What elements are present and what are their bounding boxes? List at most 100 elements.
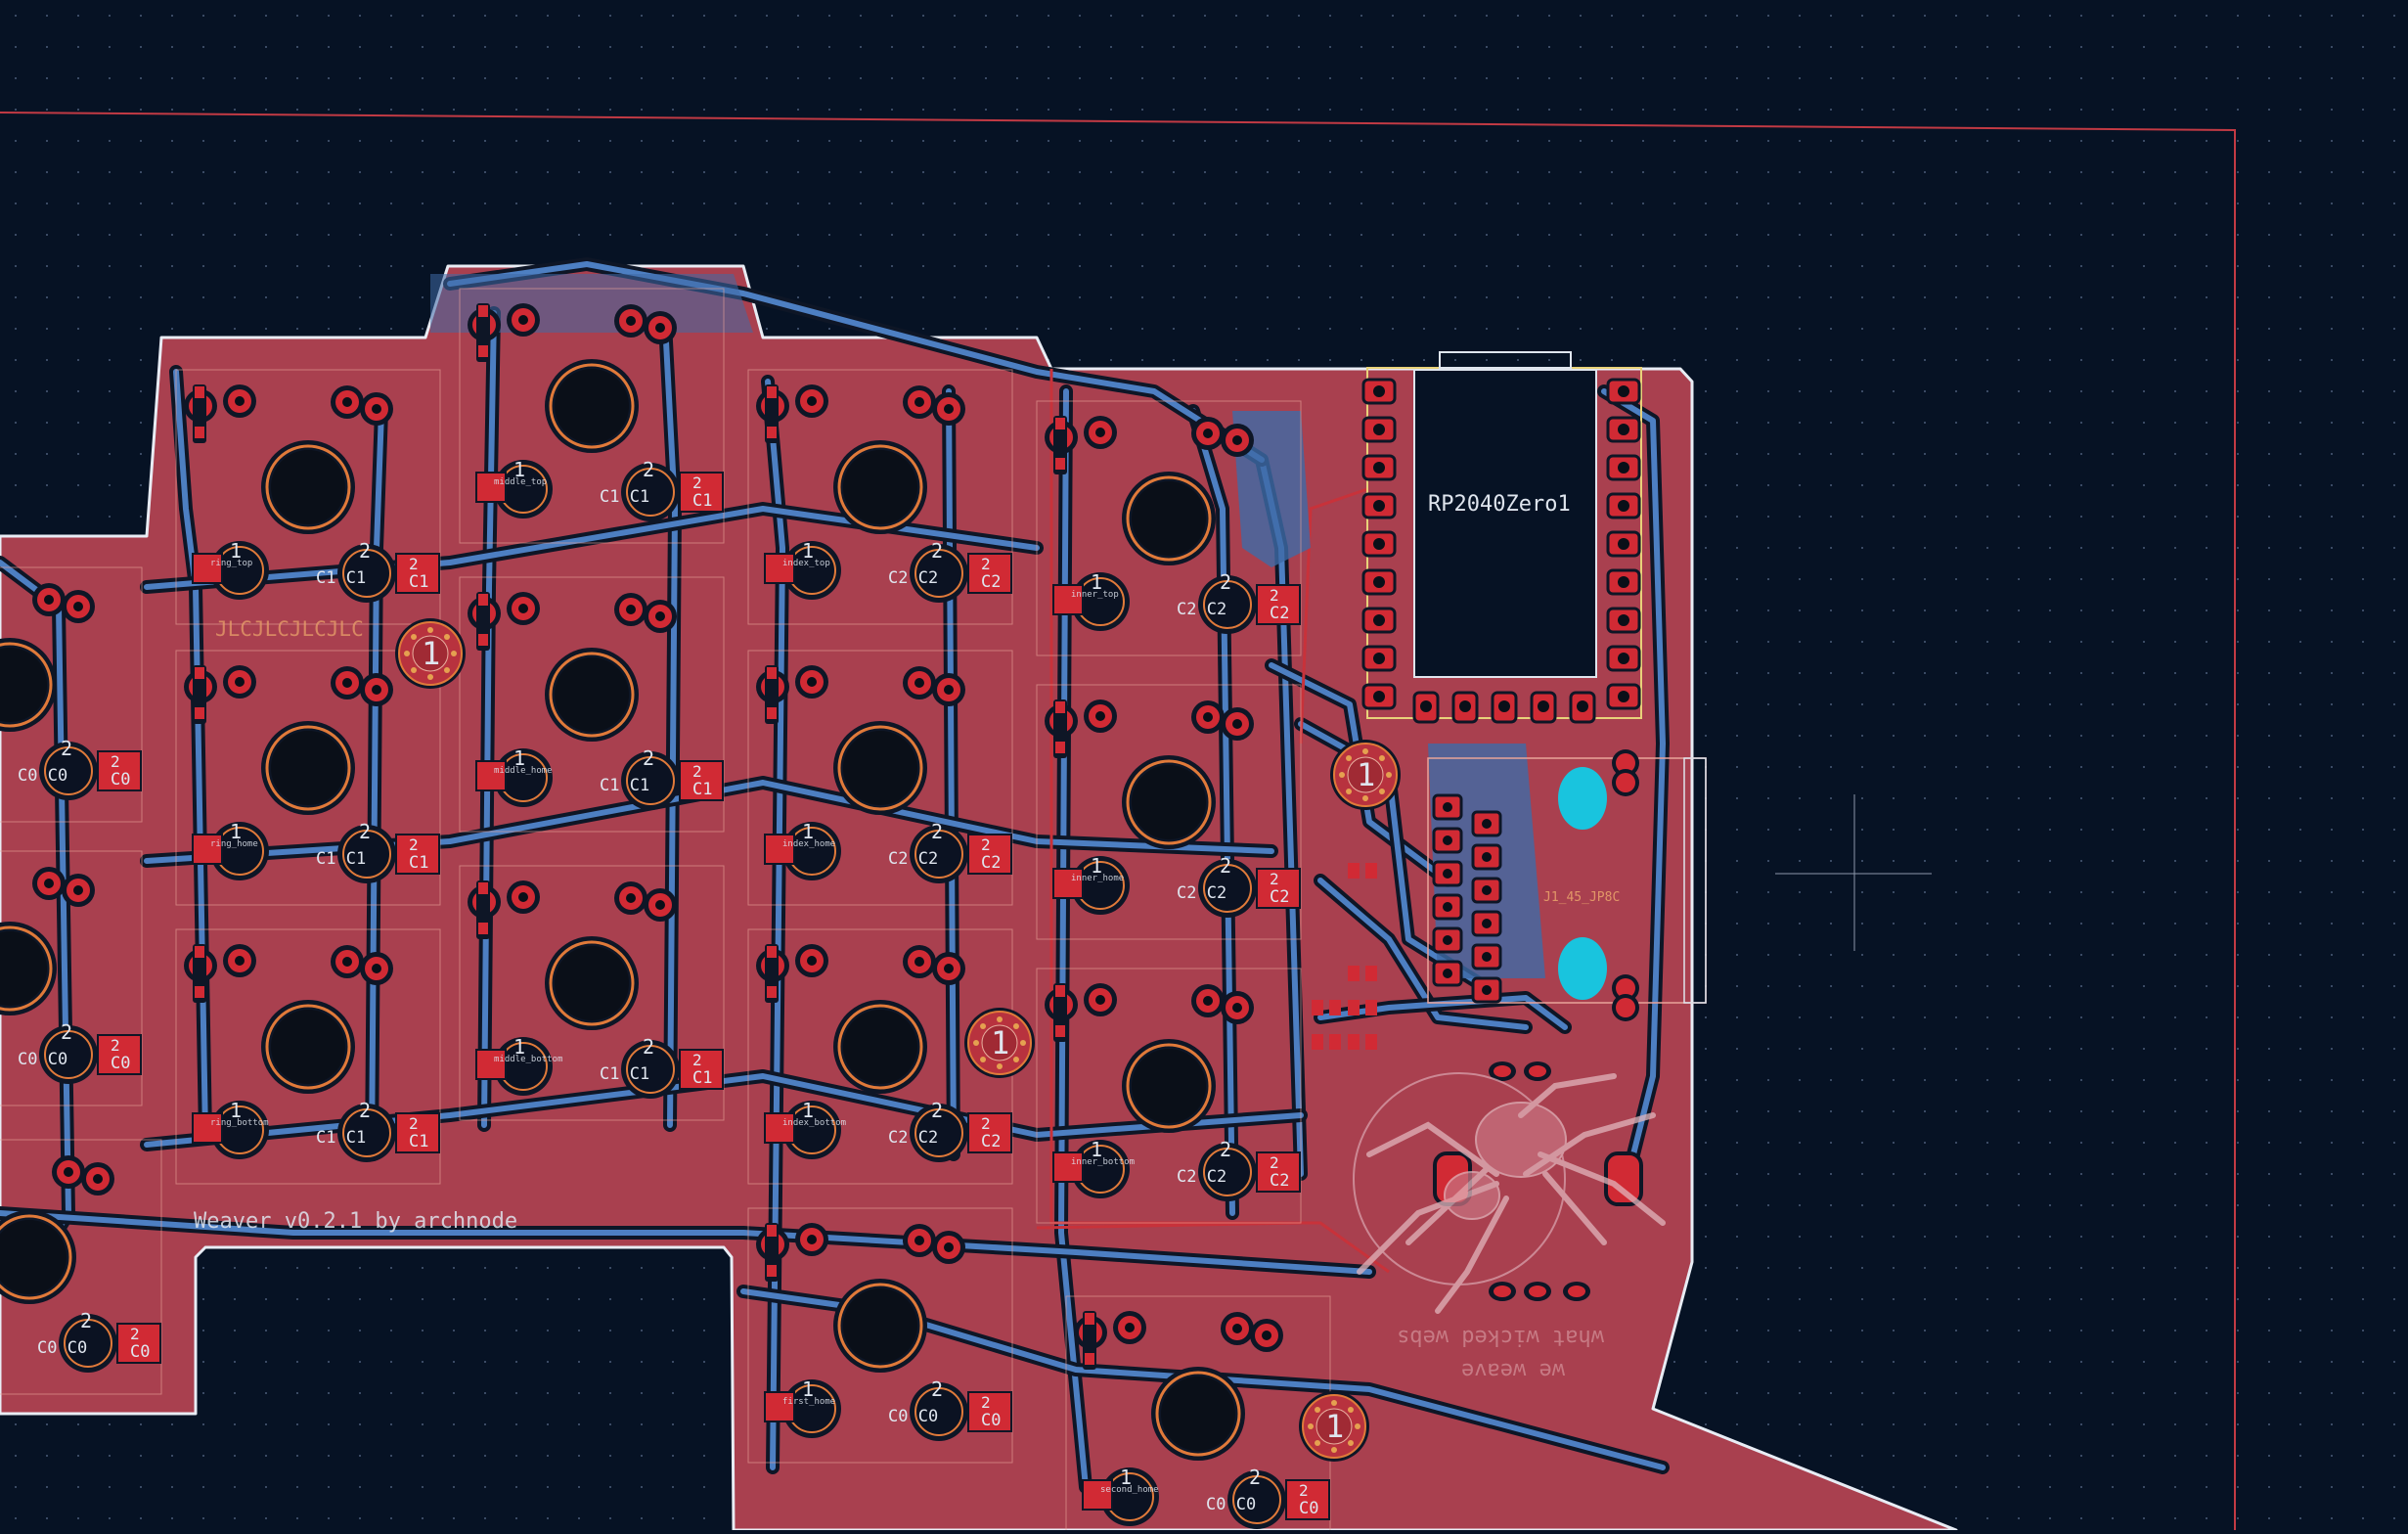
mcu-pin-hole <box>1618 538 1629 550</box>
smd-pad <box>967 1112 1012 1153</box>
hotswap-socket <box>1203 580 1252 629</box>
smd-resistor-pad <box>1312 1034 1323 1050</box>
marker-via <box>411 666 418 673</box>
credit-silkscreen: Weaver v0.2.1 by archnode <box>194 1209 517 1234</box>
pin-label: 2 <box>1220 570 1231 594</box>
pin-label: 2 <box>931 820 943 843</box>
pin-label: 2 <box>931 1377 943 1401</box>
smd-pad <box>475 760 507 791</box>
pin-label: 2 <box>1270 870 1279 888</box>
pad <box>1568 1286 1585 1297</box>
pad-hole <box>1482 885 1492 895</box>
mcu-pin-hole <box>1373 691 1385 702</box>
key-courtyard <box>459 288 725 544</box>
key-courtyard <box>0 566 143 823</box>
back-silkscreen: what wicked webs we weave <box>1397 1325 1604 1382</box>
hotswap-socket <box>1203 864 1252 913</box>
hotswap-socket <box>914 549 963 598</box>
mounting-marker: 1 <box>964 1008 1035 1078</box>
key-courtyard <box>175 928 441 1185</box>
column-tag: C1 <box>692 780 712 799</box>
key-center-ring <box>265 444 351 530</box>
mcu-pin-hole <box>1618 691 1629 702</box>
pad-hole <box>1443 835 1452 845</box>
pad-hole <box>626 605 636 614</box>
key-center-hole <box>843 1010 917 1084</box>
column-tag: C1 C1 <box>316 1128 366 1148</box>
pin-label: 2 <box>111 1036 120 1055</box>
smd-resistor-pad <box>1365 1034 1377 1050</box>
marker-via <box>1355 1423 1360 1429</box>
pad-hole <box>1232 1003 1242 1013</box>
pin-label: 2 <box>981 835 991 854</box>
pin-label: 2 <box>1270 586 1279 605</box>
rp2040-zero-footprint[interactable]: RP2040Zero1 <box>1361 351 1642 724</box>
mcu-pin-hole <box>1373 462 1385 474</box>
marker-via <box>1347 1407 1354 1414</box>
pin-label: 1 <box>802 1377 814 1401</box>
pin-label: 2 <box>692 1051 702 1069</box>
pad-hole <box>1262 1331 1271 1340</box>
pad-hole <box>1232 435 1242 445</box>
column-tag: C1 C1 <box>600 487 649 507</box>
hotswap-socket <box>342 549 391 598</box>
marker-via <box>1362 795 1368 801</box>
pad-hole <box>1482 819 1492 829</box>
pin-label: 2 <box>643 1035 654 1059</box>
pin-label: 2 <box>692 474 702 492</box>
mounting-marker: 1 <box>395 618 466 689</box>
column-tag: C2 <box>1270 1171 1289 1191</box>
column-tag: C2 <box>981 572 1001 592</box>
marker-via <box>404 651 410 656</box>
key-center-ring <box>549 652 635 738</box>
pad-hole <box>518 892 528 902</box>
pin-label: 2 <box>1270 1153 1279 1172</box>
marker-via <box>1012 1056 1019 1062</box>
key-center-ring <box>0 925 53 1012</box>
smd-pad <box>192 834 223 865</box>
key-center-ring <box>1126 1043 1212 1129</box>
mcu-pin-hole <box>1373 576 1385 588</box>
key-center-ring <box>837 1004 923 1090</box>
diode-pad <box>195 427 204 438</box>
marker-label: 1 <box>1325 1408 1344 1445</box>
sheet-border <box>0 112 2236 1530</box>
pad-hole <box>342 678 352 688</box>
trace-front <box>1036 1221 1302 1230</box>
smd-pad <box>967 834 1012 875</box>
connector-outline <box>1683 757 1707 1004</box>
diode-pad <box>478 305 488 317</box>
pad-hole <box>1482 952 1492 962</box>
pad-hole <box>235 677 245 687</box>
pin-label: 2 <box>931 1099 943 1122</box>
jlc-silkscreen: JLCJLCJLCJLC <box>215 617 364 641</box>
key-courtyard <box>1036 684 1302 940</box>
diode-pad <box>478 634 488 646</box>
teal-pad <box>1558 937 1607 1000</box>
smd-pad <box>395 1112 440 1153</box>
column-tag: C0 C0 <box>18 1050 67 1069</box>
column-tag: C2 <box>981 853 1001 873</box>
mcu-pin-hole <box>1618 614 1629 626</box>
pad-hole <box>626 893 636 903</box>
key-courtyard <box>1036 400 1302 656</box>
column-tag: C0 <box>130 1342 150 1362</box>
pad-hole <box>372 964 381 973</box>
trace <box>740 1288 1666 1470</box>
mcu-pin-hole <box>1618 576 1629 588</box>
diode-pad <box>195 707 204 719</box>
key-label: ring_top <box>210 559 252 568</box>
smd-pad <box>395 834 440 875</box>
key-courtyard <box>459 865 725 1121</box>
mcu-pin-hole <box>1577 700 1588 712</box>
marker-via <box>451 651 457 656</box>
key-courtyard <box>175 650 441 906</box>
key-center-hole <box>1132 481 1206 556</box>
diode-pad <box>1055 418 1065 429</box>
pad-hole <box>1443 869 1452 879</box>
